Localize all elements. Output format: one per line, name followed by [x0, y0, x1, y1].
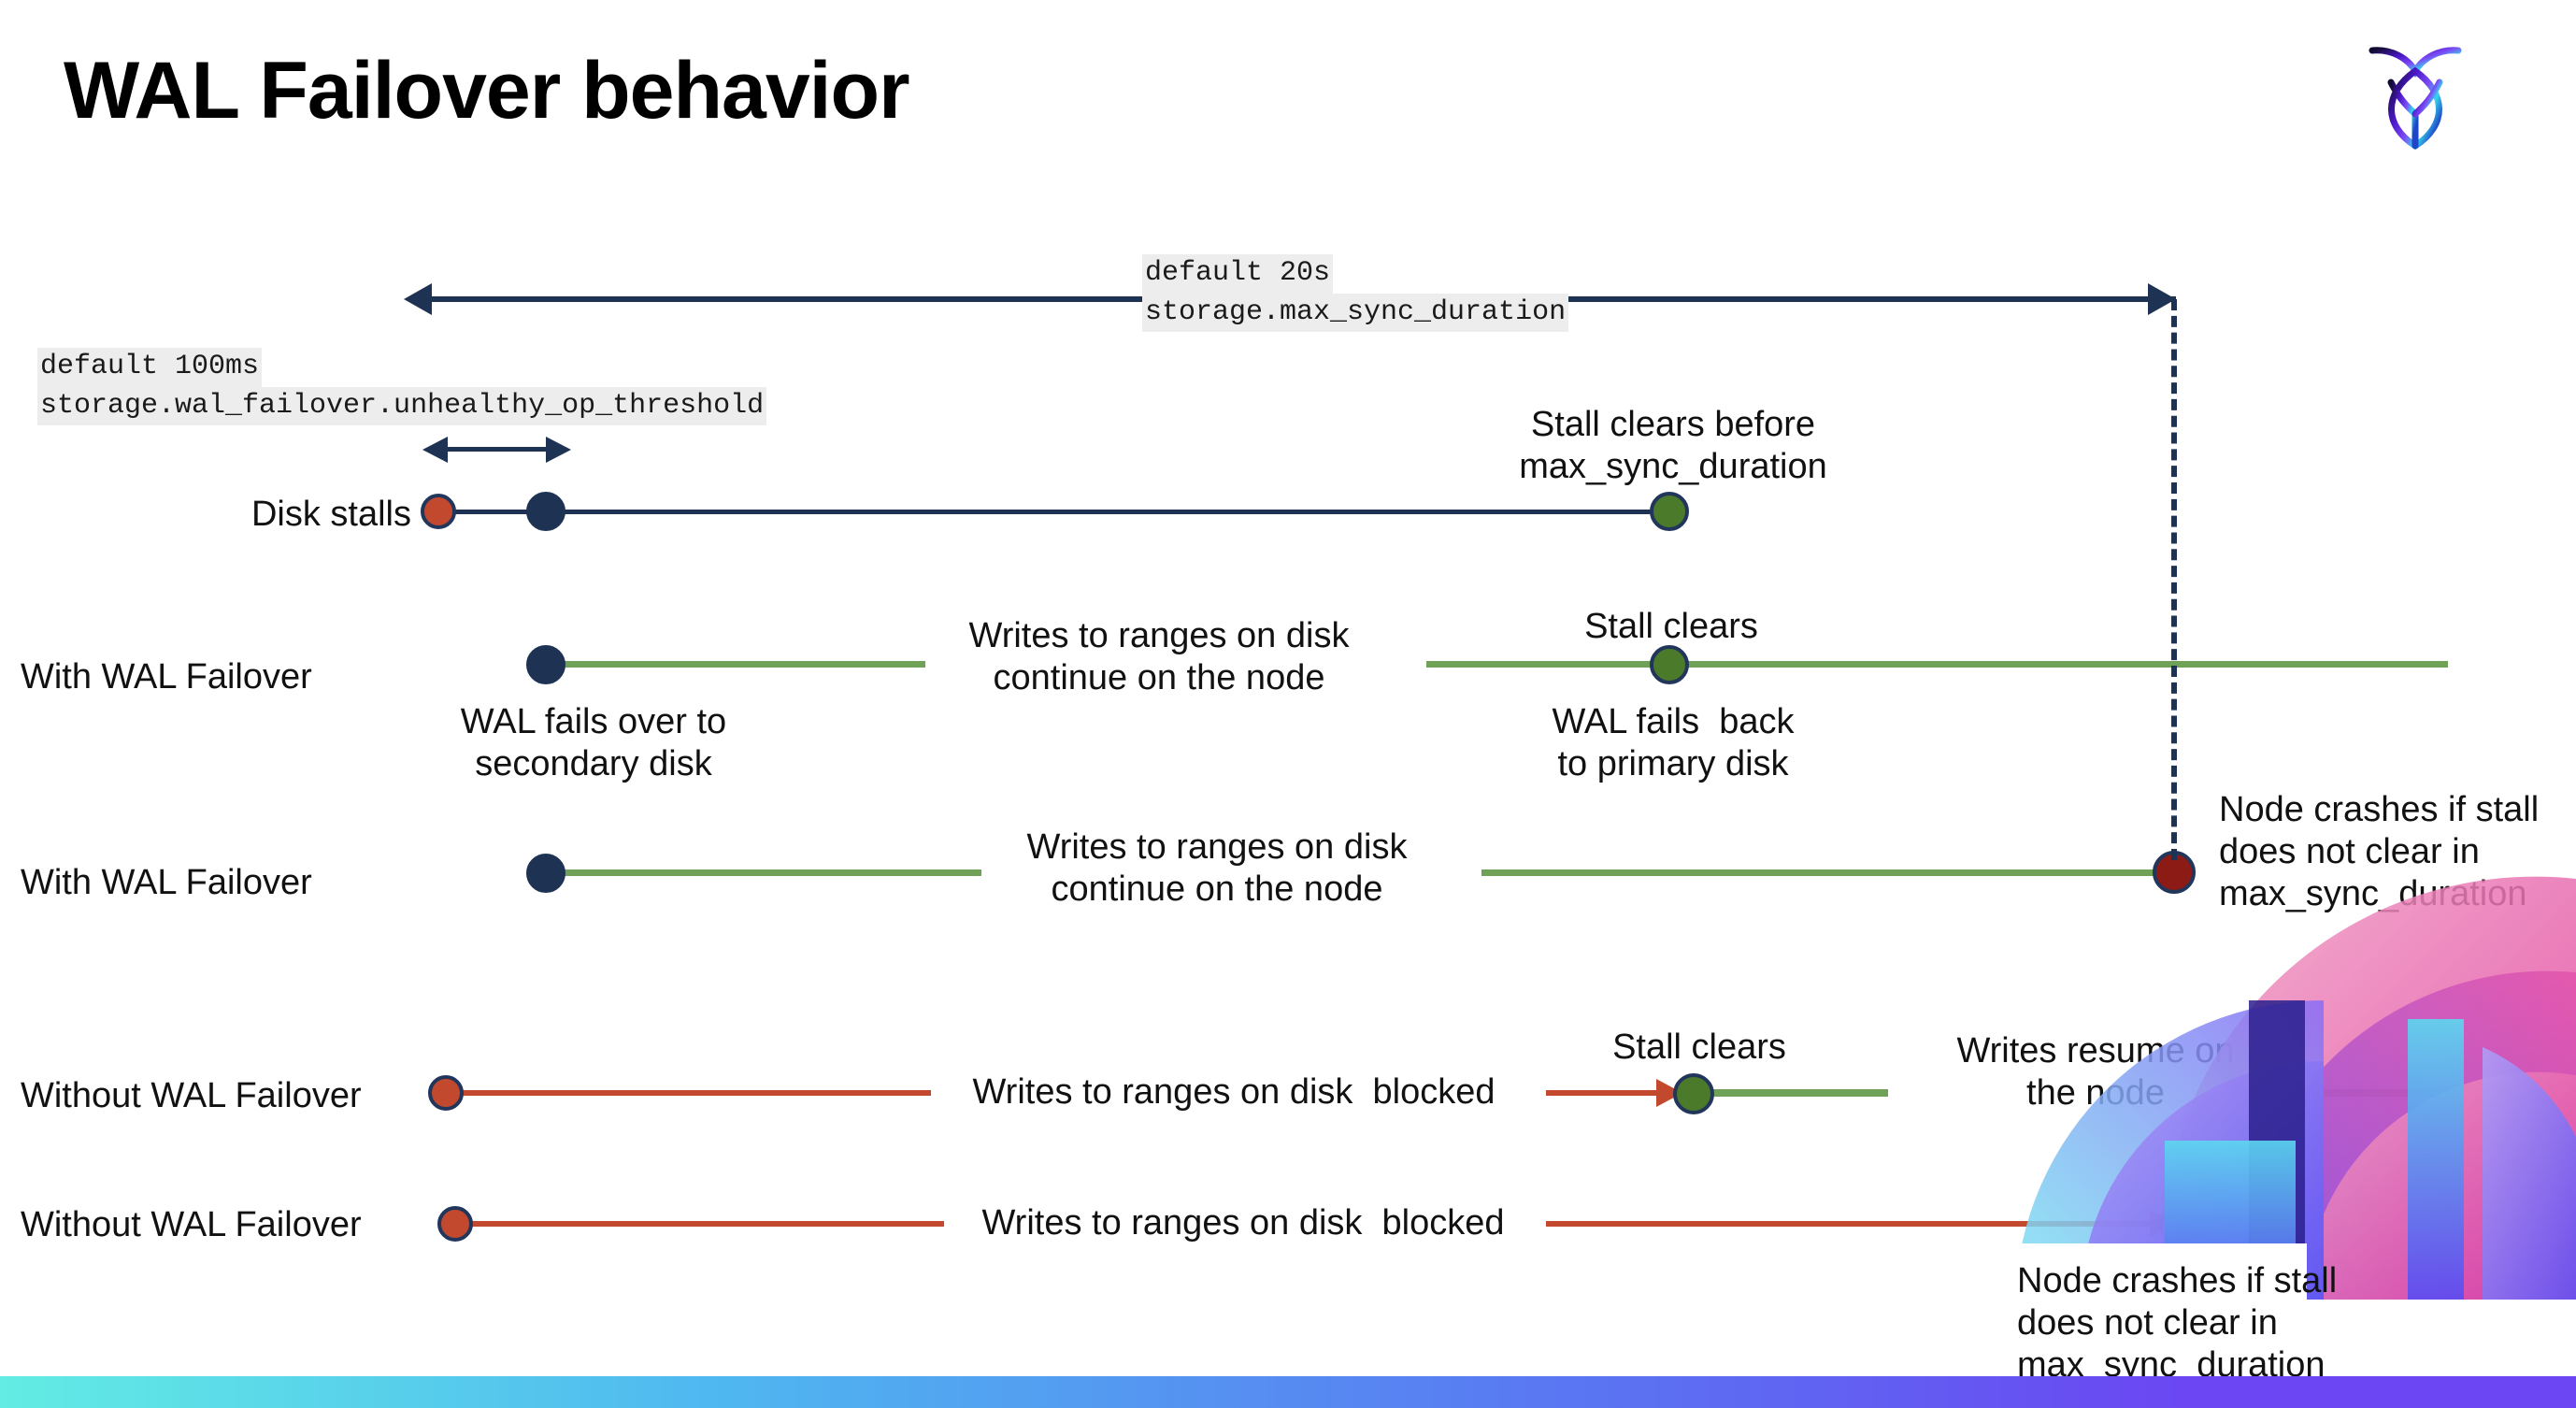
without-failover-stall-start-dot-2 [437, 1206, 473, 1242]
without-failover-resume-segment [2292, 1089, 2460, 1097]
note-writes-resume: Writes resume on the node [1956, 1031, 2235, 1113]
wal-failback-dot [1650, 645, 1689, 684]
max-sync-default-value: default 20s [1142, 254, 1334, 294]
note-writes-continue-1: Writes to ranges on disk continue on the… [968, 616, 1350, 697]
row-label-without-wal-failover-1: Without WAL Failover [21, 1076, 362, 1115]
note-node-crashes-2: Node crashes if stall does not clear in … [2017, 1261, 2338, 1385]
row-label-with-wal-failover-1: With WAL Failover [21, 657, 312, 697]
unhealthy-arrow-right-head [546, 437, 571, 463]
unhealthy-default-value: default 100ms [37, 348, 263, 387]
wal-failover-crash-timeline-right [1481, 869, 2178, 876]
row-label-without-wal-failover-2: Without WAL Failover [21, 1205, 362, 1244]
note-stall-clears-1: Stall clears [1584, 607, 1758, 646]
note-wal-fails-back-to-primary: WAL fails back to primary disk [1552, 702, 1795, 783]
note-node-crashes-1: Node crashes if stall does not clear in … [2219, 790, 2540, 913]
disk-stall-failover-dot [526, 492, 565, 531]
cockroachdb-logo-icon [2359, 28, 2471, 155]
bottom-gradient-strip [0, 1376, 2576, 1408]
max-sync-deadline-dashed-line [2171, 299, 2177, 860]
max-sync-setting-name: storage.max_sync_duration [1142, 293, 1569, 333]
wal-failover-crash-timeline-left [542, 869, 981, 876]
wal-failover-start-dot [526, 645, 565, 684]
unhealthy-threshold-annotation: default 100ms storage.wal_failover.unhea… [37, 348, 767, 426]
note-stall-clears-2: Stall clears [1612, 1027, 1786, 1067]
note-stall-clears-before-max-sync: Stall clears before max_sync_duration [1519, 405, 1827, 486]
without-failover-timeline-arrow-seg [1546, 1090, 1662, 1096]
wal-failover-timeline-segment-left [542, 661, 925, 668]
without-failover-stall-start-dot-1 [428, 1075, 464, 1111]
wal-failover-timeline-segment-right [1426, 661, 2448, 668]
node-crash-dot-2 [2159, 1204, 2200, 1245]
unhealthy-arrow-left-head [422, 437, 448, 463]
max-sync-duration-annotation: default 20s storage.max_sync_duration [1142, 254, 1569, 333]
note-writes-continue-2: Writes to ranges on disk continue on the… [1026, 827, 1408, 909]
without-failover-crash-timeline-right [1546, 1221, 2165, 1227]
wal-failover-crash-start-dot [526, 854, 565, 893]
page-title: WAL Failover behavior [64, 46, 910, 136]
without-failover-recovered-segment [1701, 1089, 1888, 1097]
unhealthy-setting-name: storage.wal_failover.unhealthy_op_thresh… [37, 386, 767, 426]
without-failover-crash-timeline-left [458, 1221, 944, 1227]
note-wal-fails-over-to-secondary: WAL fails over to secondary disk [460, 702, 727, 783]
unhealthy-threshold-span-line [447, 447, 550, 452]
max-sync-arrow-left-head [404, 283, 432, 315]
disk-stall-start-dot [421, 494, 456, 529]
row-label-with-wal-failover-2: With WAL Failover [21, 863, 312, 902]
disk-stalls-timeline [439, 510, 1669, 514]
note-writes-blocked-2: Writes to ranges on disk blocked [981, 1203, 1505, 1243]
without-failover-stall-clears-dot [1673, 1073, 1714, 1114]
row-label-disk-stalls: Disk stalls [250, 495, 411, 534]
disk-stall-clears-dot [1650, 492, 1689, 531]
note-writes-blocked-1: Writes to ranges on disk blocked [972, 1072, 1496, 1112]
without-failover-timeline-left [449, 1090, 931, 1096]
